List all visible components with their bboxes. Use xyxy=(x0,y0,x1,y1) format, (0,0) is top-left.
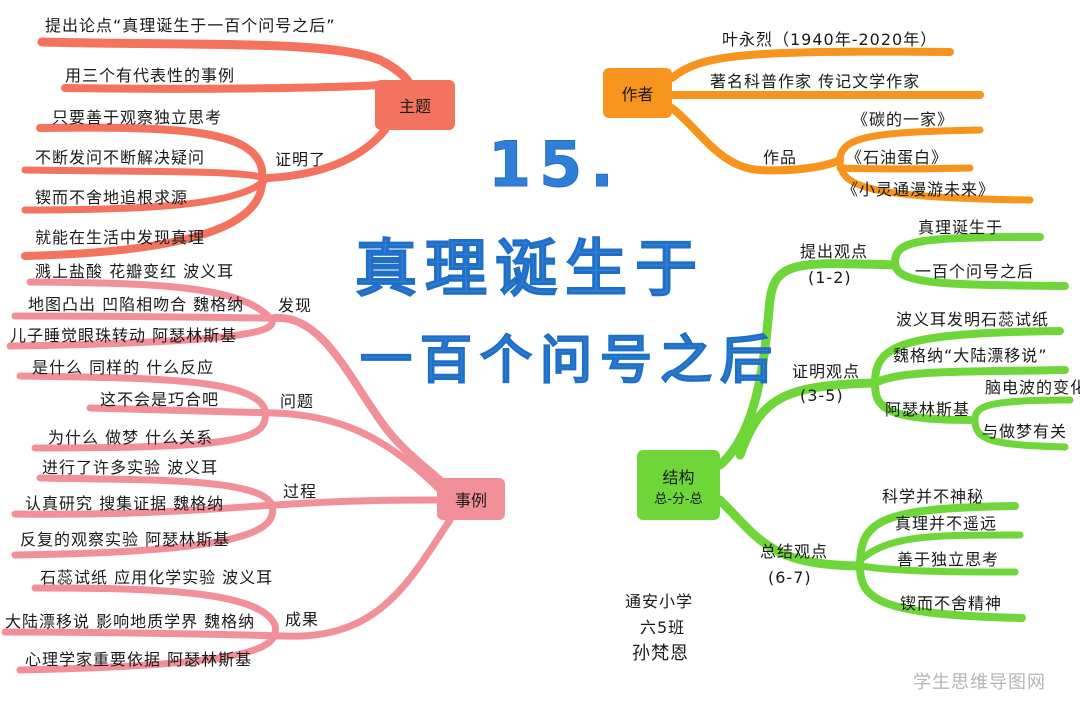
author-branches xyxy=(668,47,1034,204)
structure-subitem: 与做梦有关 xyxy=(982,422,1068,441)
proof-item: 只要善于观察独立思考 xyxy=(52,108,223,127)
example-item: 进行了许多实验 波义耳 xyxy=(42,458,219,477)
theme-label: 主题 xyxy=(398,97,431,116)
structure-label: 结构 xyxy=(662,467,695,487)
structure-node[interactable]: 结构 总-分-总 xyxy=(637,450,720,520)
example-item: 溅上盐酸 花瓣变红 波义耳 xyxy=(35,262,235,281)
author-label: 作者 xyxy=(621,85,654,104)
examples-label: 事例 xyxy=(454,491,487,510)
school-name: 通安小学 xyxy=(625,592,694,611)
theme-branches xyxy=(21,37,415,260)
example-item: 大陆漂移说 影响地质学界 魏格纳 xyxy=(5,612,256,631)
class-name: 六5班 xyxy=(640,618,686,637)
theme-node[interactable]: 主题 xyxy=(375,80,455,130)
example-item: 反复的观察实验 阿瑟林斯基 xyxy=(20,530,231,549)
author-item: 叶永烈（1940年-2020年） xyxy=(722,30,938,49)
structure-item: 魏格纳“大陆漂移说” xyxy=(893,346,1048,365)
structure-item: 真理诞生于 xyxy=(918,218,1004,237)
proof-label: 证明了 xyxy=(275,150,327,169)
structure-group-range: (3-5) xyxy=(800,386,844,405)
theme-item: 用三个有代表性的事例 xyxy=(65,66,236,85)
group-label: 发现 xyxy=(278,296,313,315)
proof-item: 就能在生活中发现真理 xyxy=(35,228,206,247)
example-item: 儿子睡觉眼珠转动 阿瑟林斯基 xyxy=(10,326,238,345)
work-item: 《小灵通漫游未来》 xyxy=(842,180,996,199)
lesson-number: 15. xyxy=(488,128,622,202)
example-item: 这不会是巧合吧 xyxy=(100,390,220,409)
work-item: 《石油蛋白》 xyxy=(846,148,949,167)
works-label: 作品 xyxy=(763,148,798,167)
structure-item: 波义耳发明石蕊试纸 xyxy=(896,310,1050,329)
example-item: 为什么 做梦 什么关系 xyxy=(48,428,214,447)
group-label: 问题 xyxy=(280,392,315,411)
structure-branches xyxy=(715,233,1074,622)
examples-branches xyxy=(1,278,454,674)
example-item: 心理学家重要依据 阿瑟林斯基 xyxy=(25,650,253,669)
theme-item: 提出论点“真理诞生于一百个问号之后” xyxy=(45,16,336,35)
proof-item: 不断发问不断解决疑问 xyxy=(35,148,206,167)
structure-item: 真理并不遥远 xyxy=(895,514,998,533)
example-item: 地图凸出 凹陷相吻合 魏格纳 xyxy=(28,295,245,314)
group-label: 过程 xyxy=(283,482,318,501)
structure-item: 一百个问号之后 xyxy=(915,262,1035,281)
work-item: 《碳的一家》 xyxy=(852,110,955,129)
structure-group-label: 总结观点 xyxy=(760,542,829,561)
structure-group-range: (1-2) xyxy=(808,268,852,287)
structure-item: 锲而不舍精神 xyxy=(900,594,1003,613)
group-label: 成果 xyxy=(285,610,320,629)
structure-group-range: (6-7) xyxy=(768,568,812,587)
example-item: 是什么 同样的 什么反应 xyxy=(32,358,215,377)
structure-item: 科学并不神秘 xyxy=(882,487,985,506)
title-line-1: 真理诞生于 xyxy=(354,232,706,306)
structure-item: 善于独立思考 xyxy=(897,550,1000,569)
structure-sublabel: 总-分-总 xyxy=(654,491,703,507)
author-item: 著名科普作家 传记文学作家 xyxy=(710,72,921,91)
author-node[interactable]: 作者 xyxy=(603,68,672,118)
structure-group-label: 证明观点 xyxy=(792,362,861,381)
proof-item: 锲而不舍地追根求源 xyxy=(35,188,189,207)
example-item: 认真研究 搜集证据 魏格纳 xyxy=(25,494,225,513)
watermark: 学生思维导图网 xyxy=(913,672,1046,693)
structure-item: 阿瑟林斯基 xyxy=(885,400,971,419)
example-item: 石蕊试纸 应用化学实验 波义耳 xyxy=(40,568,274,587)
structure-subitem: 脑电波的变化 xyxy=(985,378,1080,397)
author-name: 孙梵恩 xyxy=(632,643,689,664)
examples-node[interactable]: 事例 xyxy=(437,478,505,520)
structure-group-label: 提出观点 xyxy=(800,242,869,261)
title-line-2: 一百个问号之后 xyxy=(359,331,781,392)
